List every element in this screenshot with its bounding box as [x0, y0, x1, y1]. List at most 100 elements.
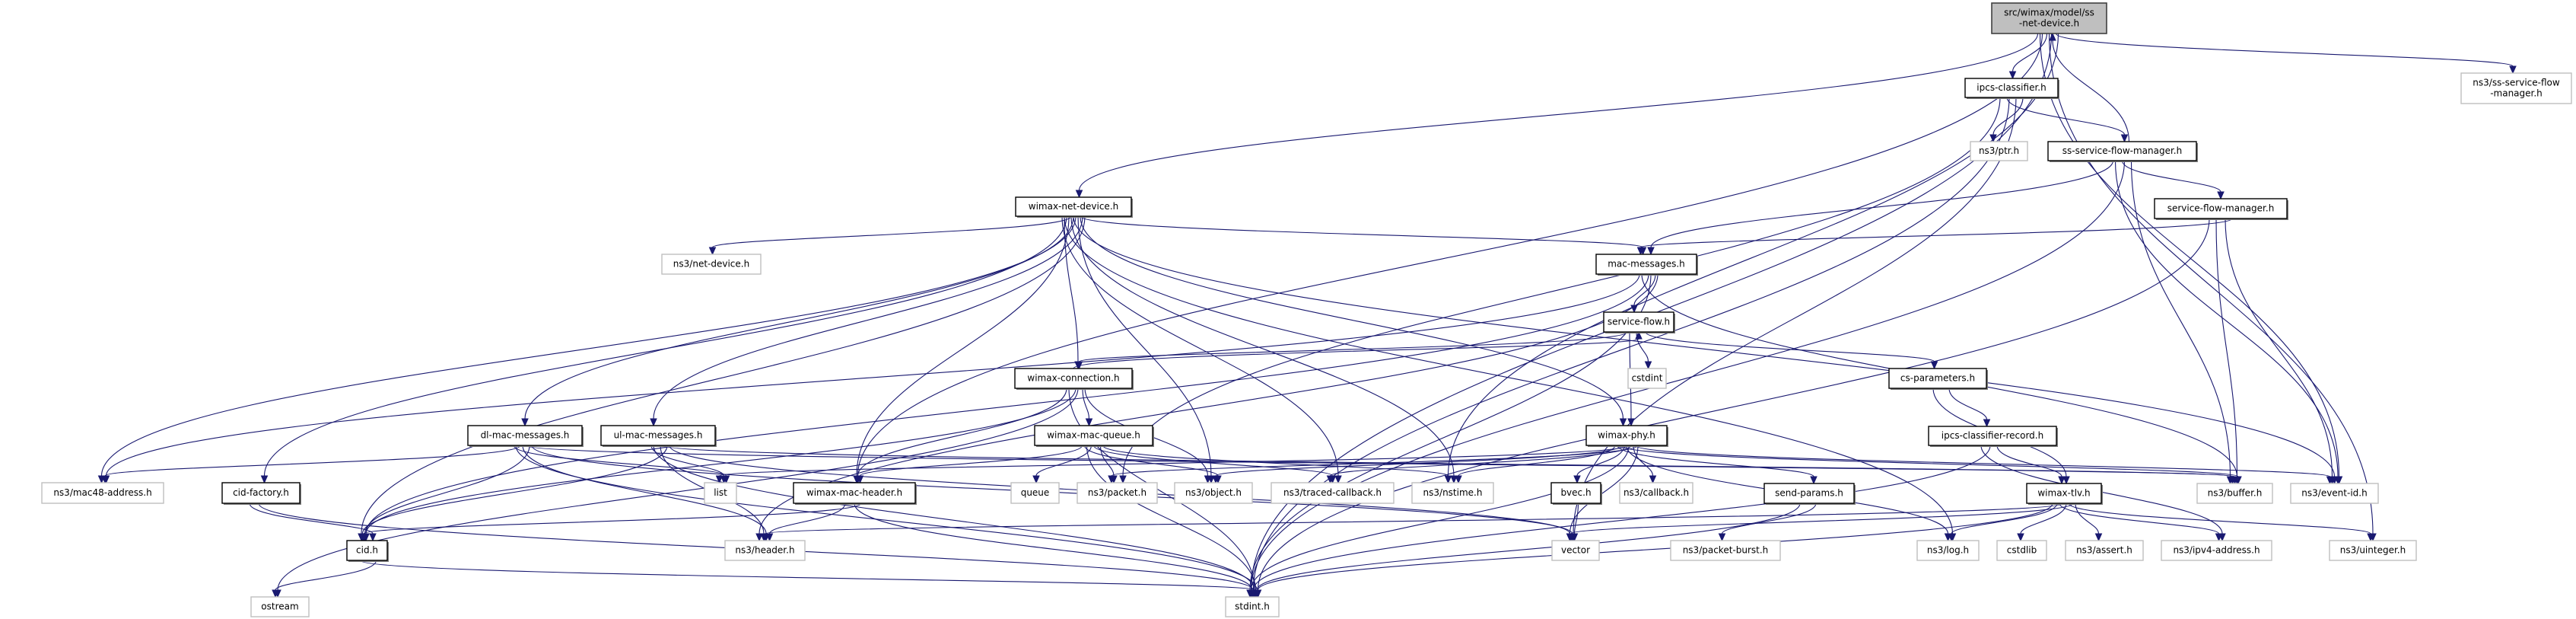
arrowhead-icon [1983, 419, 1991, 428]
arrowhead-icon [1573, 475, 1581, 484]
arrowhead-icon [720, 475, 728, 484]
edge-line [2121, 160, 2221, 193]
arrowhead-icon [1444, 475, 1452, 484]
nodes-layer: src/wimax/model/ss-net-device.h ns3/ss-se… [41, 2, 2572, 617]
edge-ssfm-to-root [2049, 32, 2130, 142]
node-box [1010, 482, 1060, 504]
edge-line [1257, 218, 2210, 591]
arrowhead-icon [101, 475, 109, 484]
node-pburst: ns3/packet-burst.h [1670, 540, 1781, 561]
edge-wmh-to-cid [360, 503, 862, 542]
node-wphy[interactable]: wimax-phy.h [1585, 425, 1668, 447]
node-icr[interactable]: ipcs-classifier-record.h [1928, 426, 2058, 447]
edge-line [1650, 160, 2114, 248]
edge-sflow-to-csparam [1645, 331, 1938, 370]
edge-wphy-to-sendp [1617, 445, 1818, 485]
edge-line [1068, 388, 1255, 591]
edge-ipcs-to-packet [1119, 97, 2001, 484]
node-box [1763, 483, 1855, 504]
edge-wconn-to-sflow [1073, 330, 1643, 369]
edge-ssfm-to-macmsg [1647, 160, 2114, 256]
node-sendp[interactable]: send-params.h [1763, 483, 1856, 505]
arrowhead-icon [521, 418, 529, 427]
node-cstdlib: cstdlib [1996, 540, 2047, 561]
edge-line [1080, 215, 1624, 420]
node-box [2290, 483, 2379, 504]
node-box [2154, 198, 2288, 219]
node-label: ns3/callback.h [1624, 487, 1689, 498]
edge-line [2039, 33, 2340, 477]
edge-wphy-to-eventid [1635, 445, 2334, 485]
arrowhead-icon [2215, 533, 2223, 542]
node-wconn[interactable]: wimax-connection.h [1014, 368, 1134, 390]
edge-line [1077, 215, 1212, 477]
arrowhead-icon [765, 533, 774, 542]
node-netdev: ns3/net-device.h [661, 254, 762, 275]
node-wmq[interactable]: wimax-mac-queue.h [1034, 425, 1154, 447]
edge-root-to-ipcs [2008, 33, 2048, 80]
edge-line [275, 560, 377, 591]
node-eventid: ns3/event-id.h [2290, 483, 2379, 504]
edge-wnd-to-ulmac [650, 215, 1083, 427]
node-box [1550, 482, 1601, 504]
edge-sfm-to-eventid [2225, 218, 2336, 485]
edge-ipcs-to-ptr [1989, 97, 2024, 143]
edge-line [1061, 215, 1339, 477]
arrowhead-icon [2120, 134, 2129, 143]
node-cstdint: cstdint [1627, 368, 1667, 389]
node-macmsg[interactable]: mac-messages.h [1595, 254, 1698, 276]
node-label: ns3/net-device.h [673, 259, 749, 270]
edge-line [2020, 503, 2067, 534]
node-cid[interactable]: cid.h [346, 540, 389, 562]
edge-line [854, 503, 1253, 591]
node-root[interactable]: src/wimax/model/ss-net-device.h [1991, 2, 2107, 34]
node-label: ns3/assert.h [2076, 545, 2132, 556]
node-label: list [714, 487, 727, 498]
node-label: ns3/uinteger.h [2340, 545, 2406, 556]
node-ulmac[interactable]: ul-mac-messages.h [600, 425, 717, 447]
edge-ssfm-to-sfm [2121, 160, 2225, 200]
node-assert: ns3/assert.h [2065, 540, 2144, 561]
node-label: ostream [261, 601, 298, 612]
edge-line [1078, 331, 1628, 362]
arrowhead-icon [2094, 533, 2103, 542]
edge-line [764, 503, 2065, 534]
node-dlmac[interactable]: dl-mac-messages.h [467, 425, 584, 447]
edge-line [2006, 97, 2126, 136]
node-label: ns3/header.h [735, 545, 794, 556]
node-ns3ssfm: ns3/ss-service-flow-manager.h [2460, 72, 2572, 104]
edge-ulmac-to-cid [358, 445, 668, 542]
edge-ulmac-to-buffer [662, 445, 2237, 485]
arrowhead-icon [1455, 475, 1462, 484]
node-cidf[interactable]: cid-factory.h [221, 482, 301, 505]
edge-line [249, 503, 374, 534]
edge-wnd-to-eventid [1073, 215, 2339, 485]
node-label: cstdlib [2007, 545, 2037, 556]
node-label: src/wimax/model/ss [2004, 8, 2094, 18]
edge-dlmac-to-mac48 [101, 445, 521, 484]
arrowhead-icon [369, 533, 377, 542]
node-ssfm[interactable]: ss-service-flow-manager.h [2047, 141, 2198, 162]
node-sflow[interactable]: service-flow.h [1603, 311, 1675, 333]
node-label: wimax-mac-header.h [806, 487, 902, 498]
edge-line [104, 445, 521, 477]
edge-line [1083, 445, 1219, 477]
node-label: cid-factory.h [233, 487, 289, 498]
arrowhead-icon [1644, 361, 1652, 370]
edge-line [1619, 445, 2239, 477]
node-box [1627, 368, 1667, 389]
node-tlv[interactable]: wimax-tlv.h [2026, 483, 2103, 505]
node-csparam[interactable]: cs-parameters.h [1888, 368, 1988, 390]
node-wnd[interactable]: wimax-net-device.h [1015, 196, 1133, 218]
node-label: ns3/buffer.h [2208, 488, 2263, 499]
node-box [1970, 141, 2028, 161]
node-ipcs[interactable]: ipcs-classifier.h [1964, 78, 2059, 99]
edge-line [277, 388, 1079, 591]
arrowhead-icon [755, 533, 763, 542]
node-wmh[interactable]: wimax-mac-header.h [793, 482, 917, 505]
edge-ulmac-to-stdint [653, 445, 1258, 598]
node-sfm[interactable]: service-flow-manager.h [2154, 198, 2288, 220]
edge-line [1573, 97, 2017, 534]
node-box [793, 482, 916, 504]
node-bvec[interactable]: bvec.h [1550, 482, 1602, 505]
